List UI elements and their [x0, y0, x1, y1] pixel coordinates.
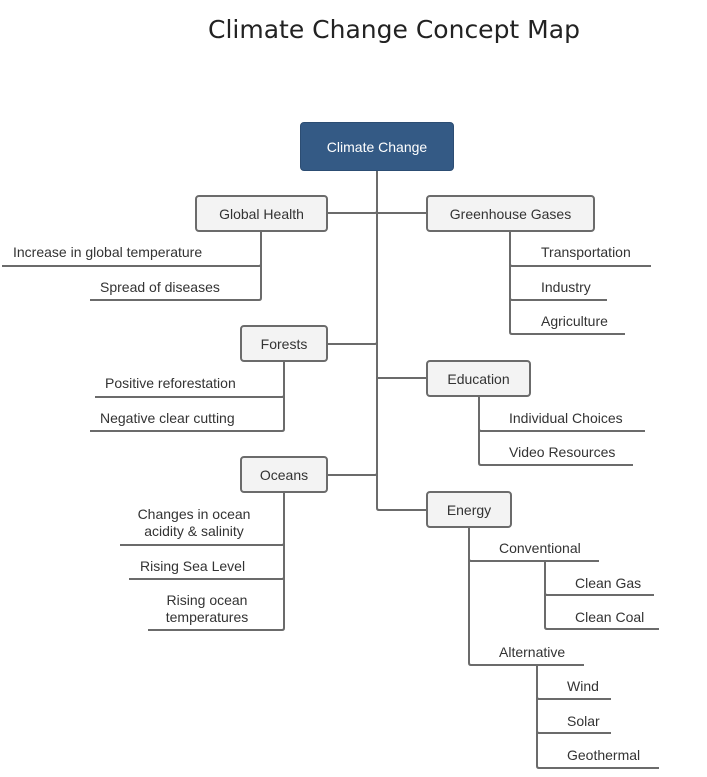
education-node[interactable]: Education [426, 360, 531, 397]
leaf-rising-ocean-temperatures[interactable]: Rising ocean temperatures [165, 592, 249, 625]
leaf-clean-gas[interactable]: Clean Gas [575, 575, 642, 591]
leaf-transportation[interactable]: Transportation [541, 244, 631, 260]
energy-alternative-branch [468, 559, 584, 666]
energy-label: Energy [446, 501, 492, 518]
global-health-label: Global Health [219, 205, 304, 222]
alternative-branch-3 [536, 731, 659, 769]
leaf-changes-ocean-acidity[interactable]: Changes in ocean acidity & salinity [137, 506, 251, 539]
leaf-positive-reforestation[interactable]: Positive reforestation [105, 375, 236, 391]
global-health-branch-2 [90, 264, 262, 301]
leaf-negative-clear-cutting[interactable]: Negative clear cutting [100, 410, 235, 426]
connector-global-health [327, 210, 378, 214]
leaf-industry[interactable]: Industry [541, 279, 591, 295]
energy-alternative-label[interactable]: Alternative [499, 644, 566, 660]
page-title: Climate Change Concept Map [208, 15, 580, 44]
connector-forests [327, 341, 378, 345]
greenhouse-gases-label: Greenhouse Gases [449, 205, 572, 222]
leaf-increase-global-temperature[interactable]: Increase in global temperature [13, 244, 203, 260]
energy-node[interactable]: Energy [426, 491, 512, 528]
leaf-video-resources[interactable]: Video Resources [509, 444, 616, 460]
forests-node[interactable]: Forests [240, 325, 328, 362]
education-branch-2 [478, 429, 633, 466]
leaf-wind[interactable]: Wind [567, 678, 599, 694]
leaf-spread-of-diseases[interactable]: Spread of diseases [100, 279, 220, 295]
leaf-solar[interactable]: Solar [567, 713, 600, 729]
forests-label: Forests [260, 335, 308, 352]
leaf-rising-sea-level[interactable]: Rising Sea Level [140, 558, 246, 574]
oceans-node[interactable]: Oceans [240, 456, 328, 493]
leaf-individual-choices[interactable]: Individual Choices [509, 410, 623, 426]
oceans-label: Oceans [259, 466, 309, 483]
leaf-geothermal[interactable]: Geothermal [567, 747, 641, 763]
global-health-node[interactable]: Global Health [195, 195, 328, 232]
leaf-agriculture[interactable]: Agriculture [541, 313, 608, 329]
root-node[interactable]: Climate Change [300, 122, 454, 171]
root-node-label: Climate Change [326, 138, 428, 155]
energy-conventional-label[interactable]: Conventional [499, 540, 581, 556]
oceans-branch-3 [148, 577, 285, 631]
greenhouse-branch-3 [509, 298, 625, 335]
connector-oceans [327, 472, 378, 476]
education-label: Education [447, 370, 510, 387]
greenhouse-gases-node[interactable]: Greenhouse Gases [426, 195, 595, 232]
trunk-line [376, 170, 427, 511]
forests-branch-2 [90, 395, 285, 432]
conventional-branch-2 [544, 593, 659, 630]
leaf-clean-coal[interactable]: Clean Coal [575, 609, 645, 625]
